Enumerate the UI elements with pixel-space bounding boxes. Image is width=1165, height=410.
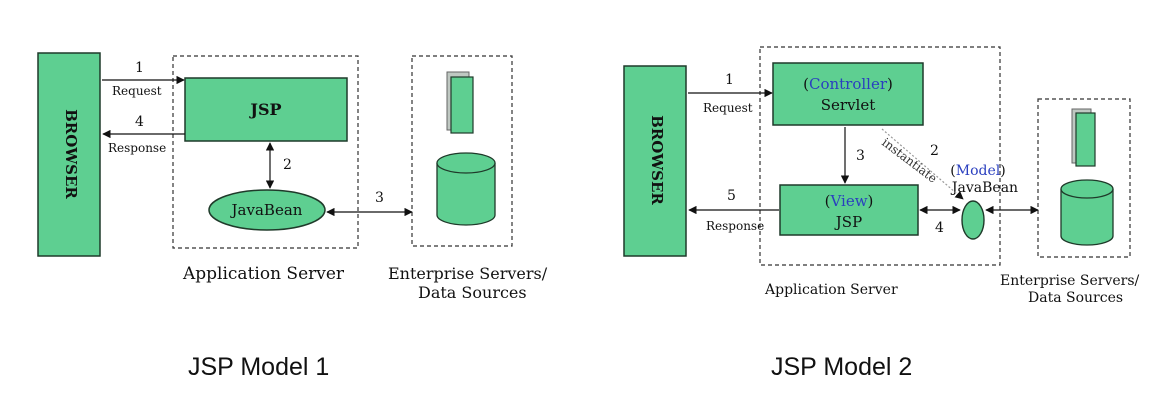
model1-jsp-label: JSP xyxy=(248,100,281,119)
model2-view-role: View xyxy=(829,192,867,210)
model2-app-server-label: Application Server xyxy=(764,282,898,298)
model2-database-icon xyxy=(1060,179,1114,246)
model2-controller-label: (Controller) xyxy=(803,75,893,93)
model2-instantiate-line xyxy=(881,128,964,200)
model1-step4-number: 4 xyxy=(135,114,144,130)
model1-browser-label: BROWSER xyxy=(62,109,80,199)
model1-enterprise-label-line1: Enterprise Servers/ xyxy=(388,264,548,283)
model1-jsp-box xyxy=(184,77,348,142)
model1-browser-box xyxy=(37,52,101,257)
model2-server-icon xyxy=(1071,108,1096,167)
model2-diagram: BROWSER Application Server (Controller) … xyxy=(623,46,1140,381)
model2-app-server-boundary xyxy=(759,46,1001,266)
model2-request-label: Request xyxy=(703,101,753,115)
model2-enterprise-label-line1: Enterprise Servers/ xyxy=(1000,273,1140,289)
model2-browser-label: BROWSER xyxy=(648,115,666,205)
model2-step1-number: 1 xyxy=(725,72,734,88)
model2-enterprise-label-line2: Data Sources xyxy=(1028,290,1123,306)
model2-model-label: (Model) xyxy=(950,163,1005,179)
model2-response-label: Response xyxy=(706,219,764,233)
model1-server-icon xyxy=(446,71,474,134)
model2-enterprise-boundary xyxy=(1037,98,1131,258)
model2-controller-close: ) xyxy=(887,75,893,93)
model2-javabean-label: JavaBean xyxy=(950,180,1018,196)
model2-view-box xyxy=(779,184,919,236)
model2-controller-box xyxy=(772,62,924,126)
model1-step3-number: 3 xyxy=(375,190,384,206)
model2-step3-number: 3 xyxy=(856,148,865,164)
model2-browser-box xyxy=(623,65,687,257)
model1-response-label: Response xyxy=(108,141,166,155)
model2-step2-number: 2 xyxy=(930,143,939,159)
model1-request-label: Request xyxy=(112,84,162,98)
model1-app-server-boundary xyxy=(172,55,359,249)
model2-controller-role: Controller xyxy=(809,75,888,93)
model2-model-open: ( xyxy=(950,163,955,179)
model2-view-open: ( xyxy=(825,192,831,210)
model2-servlet-label: Servlet xyxy=(821,96,876,114)
model1-step1-number: 1 xyxy=(135,60,144,76)
model1-database-icon xyxy=(436,152,496,226)
model2-jsp-label: JSP xyxy=(834,213,862,231)
model1-diagram: BROWSER Application Server JSP JavaBean … xyxy=(37,52,548,381)
model1-caption: JSP Model 1 xyxy=(188,353,329,381)
model2-step4-number: 4 xyxy=(935,220,944,236)
model1-javabean-label: JavaBean xyxy=(230,201,303,219)
model2-model-close: ) xyxy=(1000,163,1005,179)
model1-enterprise-boundary xyxy=(411,55,513,247)
model2-view-close: ) xyxy=(868,192,874,210)
model2-step5-number: 5 xyxy=(727,188,736,204)
model2-view-label: (View) xyxy=(825,192,874,210)
model2-javabean-ellipse xyxy=(961,200,985,240)
model1-javabean-ellipse xyxy=(208,189,326,231)
model1-enterprise-label-line2: Data Sources xyxy=(418,283,527,302)
model2-caption: JSP Model 2 xyxy=(771,353,912,381)
model2-model-role: Model xyxy=(956,163,1001,179)
model1-step2-number: 2 xyxy=(283,157,292,173)
model1-app-server-label: Application Server xyxy=(182,264,345,284)
model2-controller-open: ( xyxy=(803,75,809,93)
